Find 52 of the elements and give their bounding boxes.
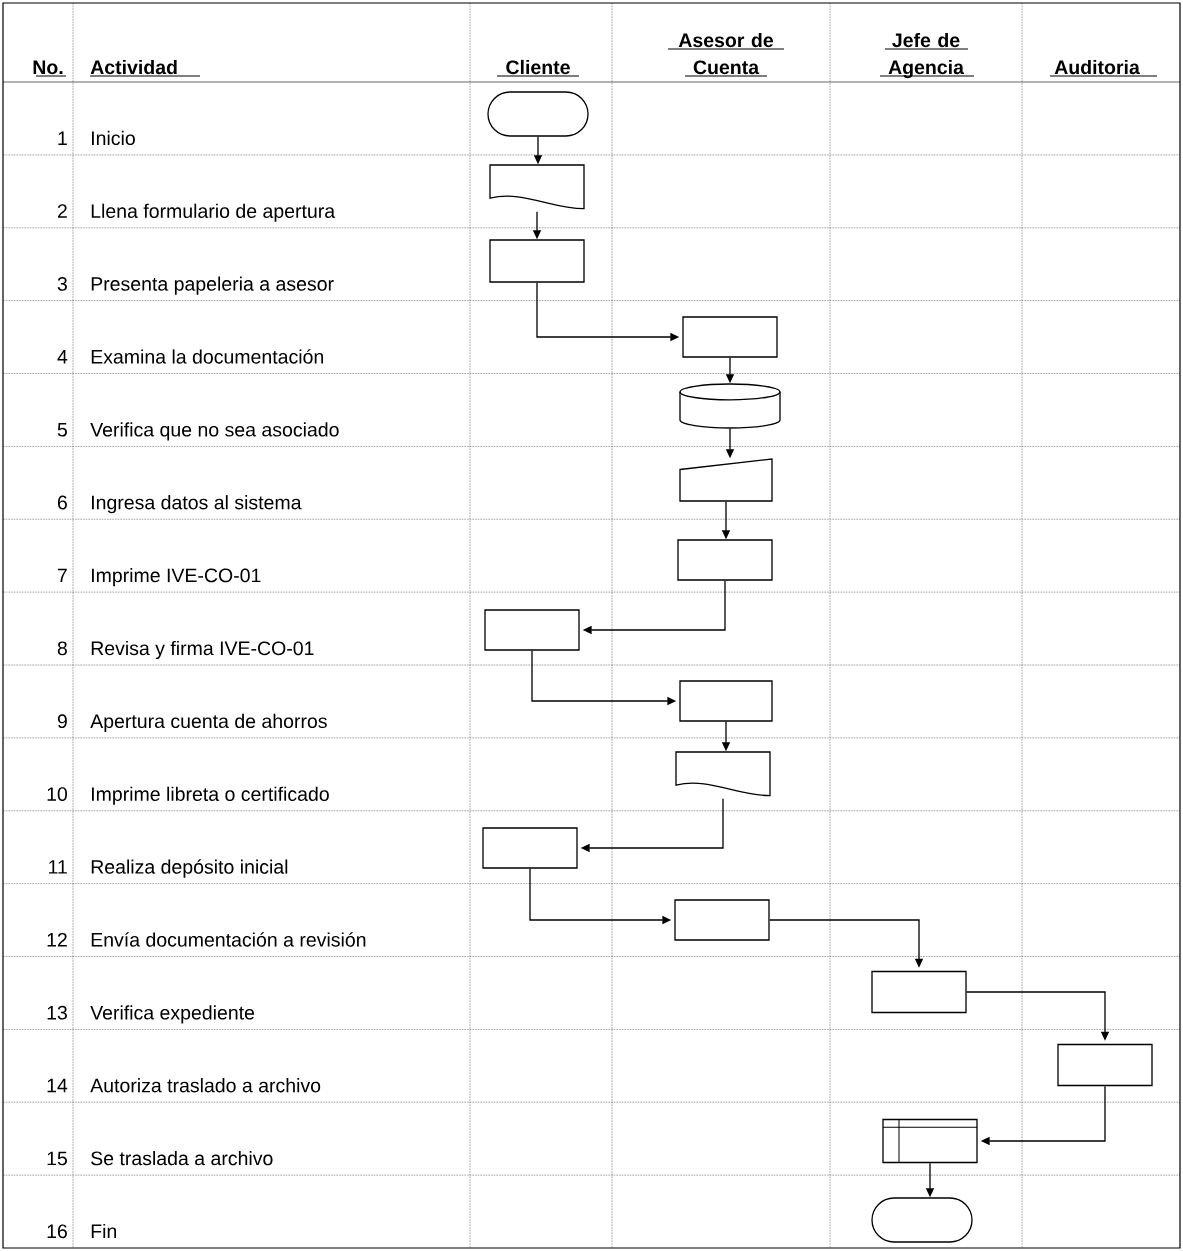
row-number: 4 [57, 350, 68, 364]
row-number: 5 [57, 423, 67, 437]
activity-text: Imprime IVE-CO-01 [92, 568, 261, 587]
process-box [871, 970, 967, 1014]
activity-text: Realiza depósito inicial [91, 859, 288, 878]
activity-text: Imprime libreta o certificado [92, 786, 329, 805]
manual-input-shape [679, 458, 773, 502]
row-number: 12 [47, 932, 67, 947]
activity-text: Verifica expediente [90, 1005, 255, 1024]
column-header: No. [33, 60, 67, 77]
row-number: 6 [57, 495, 67, 510]
row-number: 7 [57, 568, 67, 583]
storage-shape [882, 1118, 978, 1164]
activity-text: Verifica que no sea asociado [90, 422, 339, 441]
column-header: Auditoria [1049, 59, 1158, 77]
activity-text: Revisa y firma IVE-CO-01 [91, 640, 314, 660]
process-box [1057, 1043, 1153, 1087]
row-number: 3 [57, 277, 67, 291]
row-number: 14 [47, 1078, 68, 1093]
row-number: 9 [57, 714, 67, 729]
row-number: 15 [47, 1151, 67, 1166]
row-number: 10 [47, 787, 68, 801]
process-box [674, 899, 770, 941]
process-box [679, 680, 773, 722]
row-number: 11 [49, 860, 67, 874]
activity-text: Autoriza traslado a archivo [90, 1078, 321, 1093]
process-box [484, 609, 580, 651]
activity-text: Apertura cuenta de ahorros [90, 713, 327, 732]
column-header: Asesor de Cuenta [667, 32, 785, 77]
activity-text: Llena formulario de apertura [91, 203, 336, 222]
activity-text: Presenta papeleria a asesor [91, 276, 334, 295]
document-shape [675, 751, 771, 797]
row-number: 1 [58, 131, 67, 145]
activity-text: Fin [91, 1223, 117, 1238]
row-number: 13 [47, 1005, 67, 1020]
row-number: 8 [57, 641, 67, 656]
database-cylinder [679, 383, 781, 429]
activity-text: Envía documentación a revisión [91, 932, 366, 947]
row-number: 2 [57, 204, 67, 218]
activity-text: Examina la documentación [91, 349, 323, 364]
column-header: Jefe de Agencia [879, 32, 975, 79]
process-box [682, 316, 778, 358]
column-header: Cliente [496, 59, 580, 77]
row-number: 16 [47, 1224, 67, 1239]
activity-text: Inicio [92, 130, 135, 146]
process-box [482, 827, 578, 869]
document-shape [489, 164, 585, 210]
column-header: Actividad [89, 59, 201, 77]
activity-text: Ingresa datos al sistema [92, 495, 302, 514]
activity-text: Se traslada a archivo [91, 1151, 273, 1166]
process-box [677, 539, 773, 581]
process-box [489, 239, 585, 283]
